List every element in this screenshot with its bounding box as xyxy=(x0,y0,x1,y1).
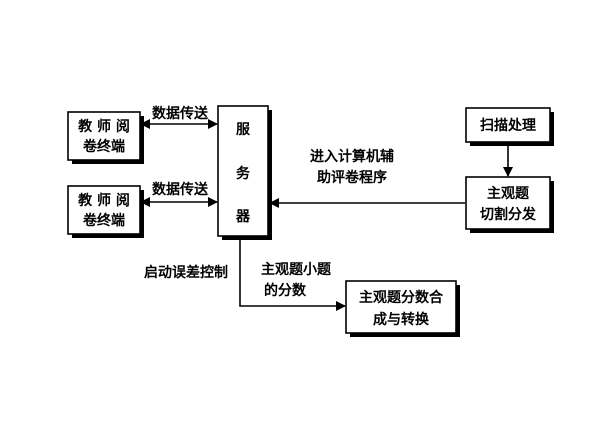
teacher-terminal-1-label-line1: 教 师 阅 xyxy=(78,118,130,135)
scan-processing-box: 扫描处理 xyxy=(465,107,554,146)
edge-server-to-composition: 启动误差控制 主观题小题 的分数 xyxy=(144,237,346,311)
scan-processing-label: 扫描处理 xyxy=(480,117,536,134)
server-label-char3: 器 xyxy=(235,209,251,225)
arrow-elbow xyxy=(239,237,346,311)
assist-grading-label-line2: 助评卷程序 xyxy=(317,169,387,186)
assist-grading-label-line1: 进入计算机辅 xyxy=(310,148,394,165)
teacher-terminal-1-label-line2: 卷终端 xyxy=(82,138,125,155)
data-transfer-2-label: 数据传送 xyxy=(152,181,209,198)
server-label-char1: 服 xyxy=(236,122,251,138)
edge-split-to-server: 进入计算机辅 助评卷程序 xyxy=(269,148,465,208)
split-dispatch-label-line2: 切割分发 xyxy=(480,206,537,223)
score-composition-label-line2: 成与转换 xyxy=(373,311,430,328)
teacher-terminal-2-label-line1: 教 师 阅 xyxy=(78,192,130,209)
data-transfer-1-label: 数据传送 xyxy=(152,105,209,122)
error-control-label: 启动误差控制 xyxy=(144,264,228,281)
server-label-char2: 务 xyxy=(236,165,251,182)
edge-data-transfer-2: 数据传送 xyxy=(140,181,218,207)
score-composition-box: 主观题分数合 成与转换 xyxy=(345,280,460,337)
teacher-terminal-2-box: 教 师 阅 卷终端 xyxy=(67,185,144,238)
edge-data-transfer-1: 数据传送 xyxy=(140,105,218,129)
server-box: 服 务 器 xyxy=(217,105,272,240)
split-dispatch-label-line1: 主观题 xyxy=(487,185,530,202)
score-composition-label-line1: 主观题分数合 xyxy=(359,289,444,306)
subjective-scores-label-line2: 的分数 xyxy=(264,282,307,299)
split-dispatch-box: 主观题 切割分发 xyxy=(465,176,554,233)
subjective-scores-label-line1: 主观题小题 xyxy=(261,261,332,278)
teacher-terminal-1-box: 教 师 阅 卷终端 xyxy=(67,111,144,164)
teacher-terminal-2-label-line2: 卷终端 xyxy=(82,212,125,229)
